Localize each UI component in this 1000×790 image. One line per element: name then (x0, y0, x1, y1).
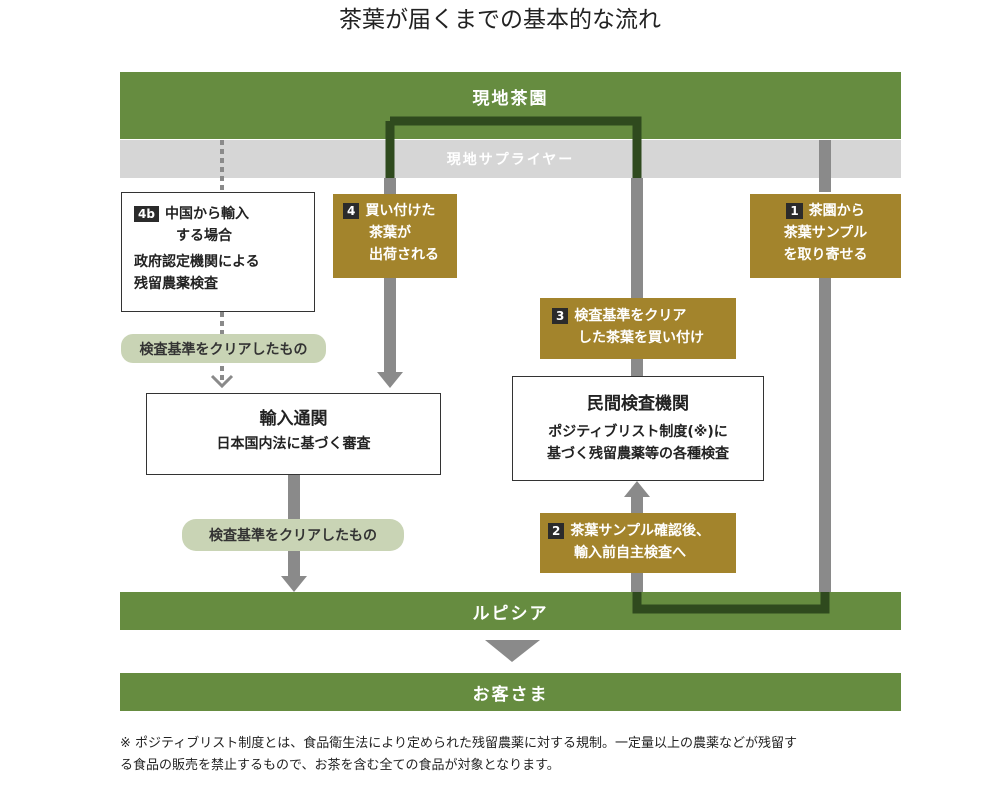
customer-label: お客さま (472, 684, 549, 705)
customer-band: お客さま (120, 673, 901, 711)
criteria-pill-lower: 検査基準をクリアしたもの (182, 519, 404, 551)
step-2-line-1: 茶葉サンプル確認後、 (570, 523, 710, 539)
ship-arrow-head (377, 372, 403, 388)
lab-box: 民間検査機関 ポジティブリスト制度(※)に 基づく残留農薬等の各種検査 (512, 376, 764, 481)
supplier-label: 現地サプライヤー (446, 152, 575, 168)
china-import-header: 4b 中国から輸入 (134, 203, 314, 225)
china-inspection-line-1: 政府認定機関による (134, 254, 260, 270)
footnote: ※ ポジティブリスト制度とは、食品衛生法により定められた残留農薬に対する規制。一… (120, 733, 920, 777)
step-1-box: 1 茶園から 茶葉サンプル を取り寄せる (750, 194, 901, 278)
lupicia-band: ルピシア (120, 592, 901, 630)
step-2-line-2: 輸入前自主検査へ (574, 545, 686, 561)
supplier-band: 現地サプライヤー (120, 140, 901, 178)
step-2-badge: 2 (548, 523, 565, 539)
customs-box: 輸入通関 日本国内法に基づく審査 (146, 393, 441, 475)
china-import-line-2: する場合 (176, 228, 232, 244)
step-2-box: 2 茶葉サンプル確認後、 輸入前自主検査へ (540, 513, 736, 573)
customs-body: 日本国内法に基づく審査 (216, 436, 371, 452)
china-inspection-line-2: 残留農薬検査 (134, 276, 218, 292)
step-4-line-1: 買い付けた (365, 203, 436, 219)
farm-band: 現地茶園 (120, 72, 901, 139)
criteria-pill-upper: 検査基準をクリアしたもの (121, 334, 326, 363)
delivery-arrow (485, 640, 540, 662)
step-1-badge: 1 (786, 203, 803, 219)
step-3-line-2: した茶葉を買い付け (578, 330, 704, 346)
inspection-arrow-head (624, 481, 650, 497)
step-4-line-3: 出荷される (369, 247, 439, 263)
page-title: 茶葉が届くまでの基本的な流れ (339, 7, 661, 33)
step-3-line-1: 検査基準をクリア (574, 308, 687, 324)
lab-body-line-1: ポジティブリスト制度(※)に (548, 424, 728, 440)
lupicia-label: ルピシア (472, 603, 549, 624)
step-3-box: 3 検査基準をクリア した茶葉を買い付け (540, 298, 736, 359)
step-1-line-2: 茶葉サンプル (783, 225, 868, 241)
customs-arrow-head (281, 576, 307, 592)
customs-title: 輸入通関 (259, 409, 328, 429)
lab-body-line-2: 基づく残留農薬等の各種検査 (547, 446, 729, 462)
china-dotted-arrowhead (210, 374, 234, 389)
step-4-line-2: 茶葉が (369, 225, 411, 241)
step-1-line-3: を取り寄せる (783, 247, 868, 263)
sample-request-line-lower (819, 278, 831, 592)
purchase-connector-lower (631, 359, 643, 376)
step-4-box: 4 買い付けた 茶葉が 出荷される (333, 194, 457, 278)
step-1-line-1: 茶園から (808, 203, 865, 219)
farm-label: 現地茶園 (472, 89, 549, 109)
lab-title: 民間検査機関 (587, 394, 689, 414)
step-4-badge: 4 (343, 203, 360, 219)
china-import-box: 4b 中国から輸入 する場合 政府認定機関による 残留農薬検査 (121, 192, 315, 312)
step-4b-badge: 4b (134, 206, 159, 222)
purchase-connector (631, 178, 643, 298)
china-import-line-1: 中国から輸入 (164, 206, 249, 222)
footnote-line-1: ※ ポジティブリスト制度とは、食品衛生法により定められた残留農薬に対する規制。一… (120, 736, 797, 751)
footnote-line-2: る食品の販売を禁止するもので、お茶を含む全ての食品が対象となります。 (120, 758, 560, 773)
step-3-badge: 3 (552, 308, 569, 324)
